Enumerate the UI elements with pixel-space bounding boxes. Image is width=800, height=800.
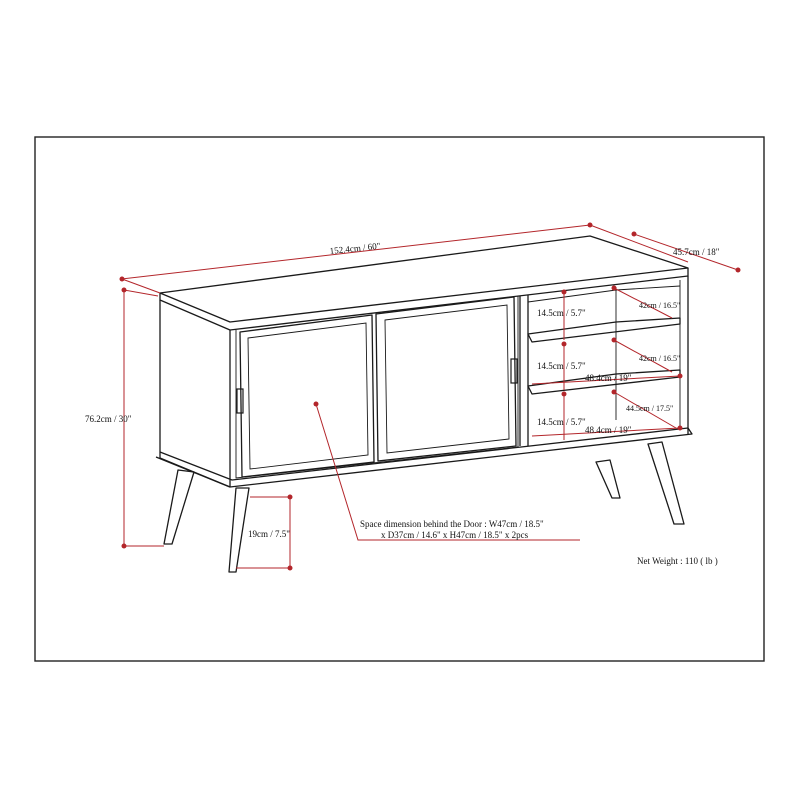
shelf-depth-1-label: 42cm / 16.5" [639,301,680,310]
shelf-depth-2-line [613,339,673,373]
space-dimension-line2: x D37cm / 14.6" x H47cm / 18.5" x 2pcs [381,530,529,540]
dimension-lines [119,222,741,571]
shelf-depth-3-label: 44.5cm / 17.5" [626,404,673,413]
width-ext-left [121,278,161,294]
leg-back-right [595,459,621,499]
net-weight-label: Net Weight : 110 ( lb ) [637,556,718,566]
diagram-frame [34,136,765,662]
leg-dot-bottom [287,565,293,571]
width-dot-left [119,276,125,282]
shelf-width-2-label: 48.4cm / 19" [585,425,632,435]
top-surface [159,235,689,323]
depth-line [633,233,739,271]
width-line [121,224,591,280]
leg-front-right [647,441,685,525]
shelf-width-1-label: 48.4cm / 19" [585,373,632,383]
leg-dot-top [287,494,293,500]
shelf-back-right [615,280,681,428]
shelf-height-3-dot-top [561,391,567,397]
depth-dot-bottom [735,267,741,273]
right-sliding-door [375,296,517,462]
shelf-height-1-label: 14.5cm / 5.7" [537,308,586,318]
shelf-height-3-label: 14.5cm / 5.7" [537,417,586,427]
shelf-depth-2-dot [611,337,617,343]
dimension-labels: 152.4cm / 60" 45.7cm / 18" 76.2cm / 30" … [85,241,720,566]
shelf-width-2-dot-right [677,425,683,431]
door-frame [235,296,519,479]
space-leader [315,403,580,541]
right-door-inner [384,304,510,454]
shelf-width-1-dot-right [677,373,683,379]
height-label: 76.2cm / 30" [85,414,132,424]
shelf-height-2-dot-top [561,341,567,347]
left-sliding-door [239,314,375,478]
shelf-height-1-dot-top [561,289,567,295]
leg-front-left [228,487,250,573]
shelf-depth-1-dot [611,285,617,291]
space-dimension-line1: Space dimension behind the Door : W47cm … [360,519,544,529]
shelf-1 [527,317,681,343]
shelf-depth-2-label: 42cm / 16.5" [639,354,680,363]
shelf-height-2-label: 14.5cm / 5.7" [537,361,586,371]
leg-back-left [163,469,195,545]
shelf-depth-3-line [613,391,677,429]
shelf-width-1-line [531,375,681,385]
depth-ext [589,224,689,263]
height-ext-top [123,289,159,297]
depth-label: 45.7cm / 18" [673,247,720,257]
shelf-depth-1-line [613,287,673,319]
width-label: 152.4cm / 60" [329,241,381,256]
shelf-depth-3-dot [611,389,617,395]
left-side-panel [159,300,231,488]
tv-stand-drawing [155,235,693,573]
right-door-handle [510,358,518,384]
left-door-handle [236,388,244,414]
left-door-inner [247,322,369,470]
shelf-divider [519,295,529,446]
depth-dot-top [631,231,637,237]
base-rail [155,427,693,488]
height-dot-top [121,287,127,293]
shelf-width-2-line [531,427,681,437]
leg-height-label: 19cm / 7.5" [248,529,290,539]
shelf-inner-top [527,285,681,303]
height-dot-bottom [121,543,127,549]
